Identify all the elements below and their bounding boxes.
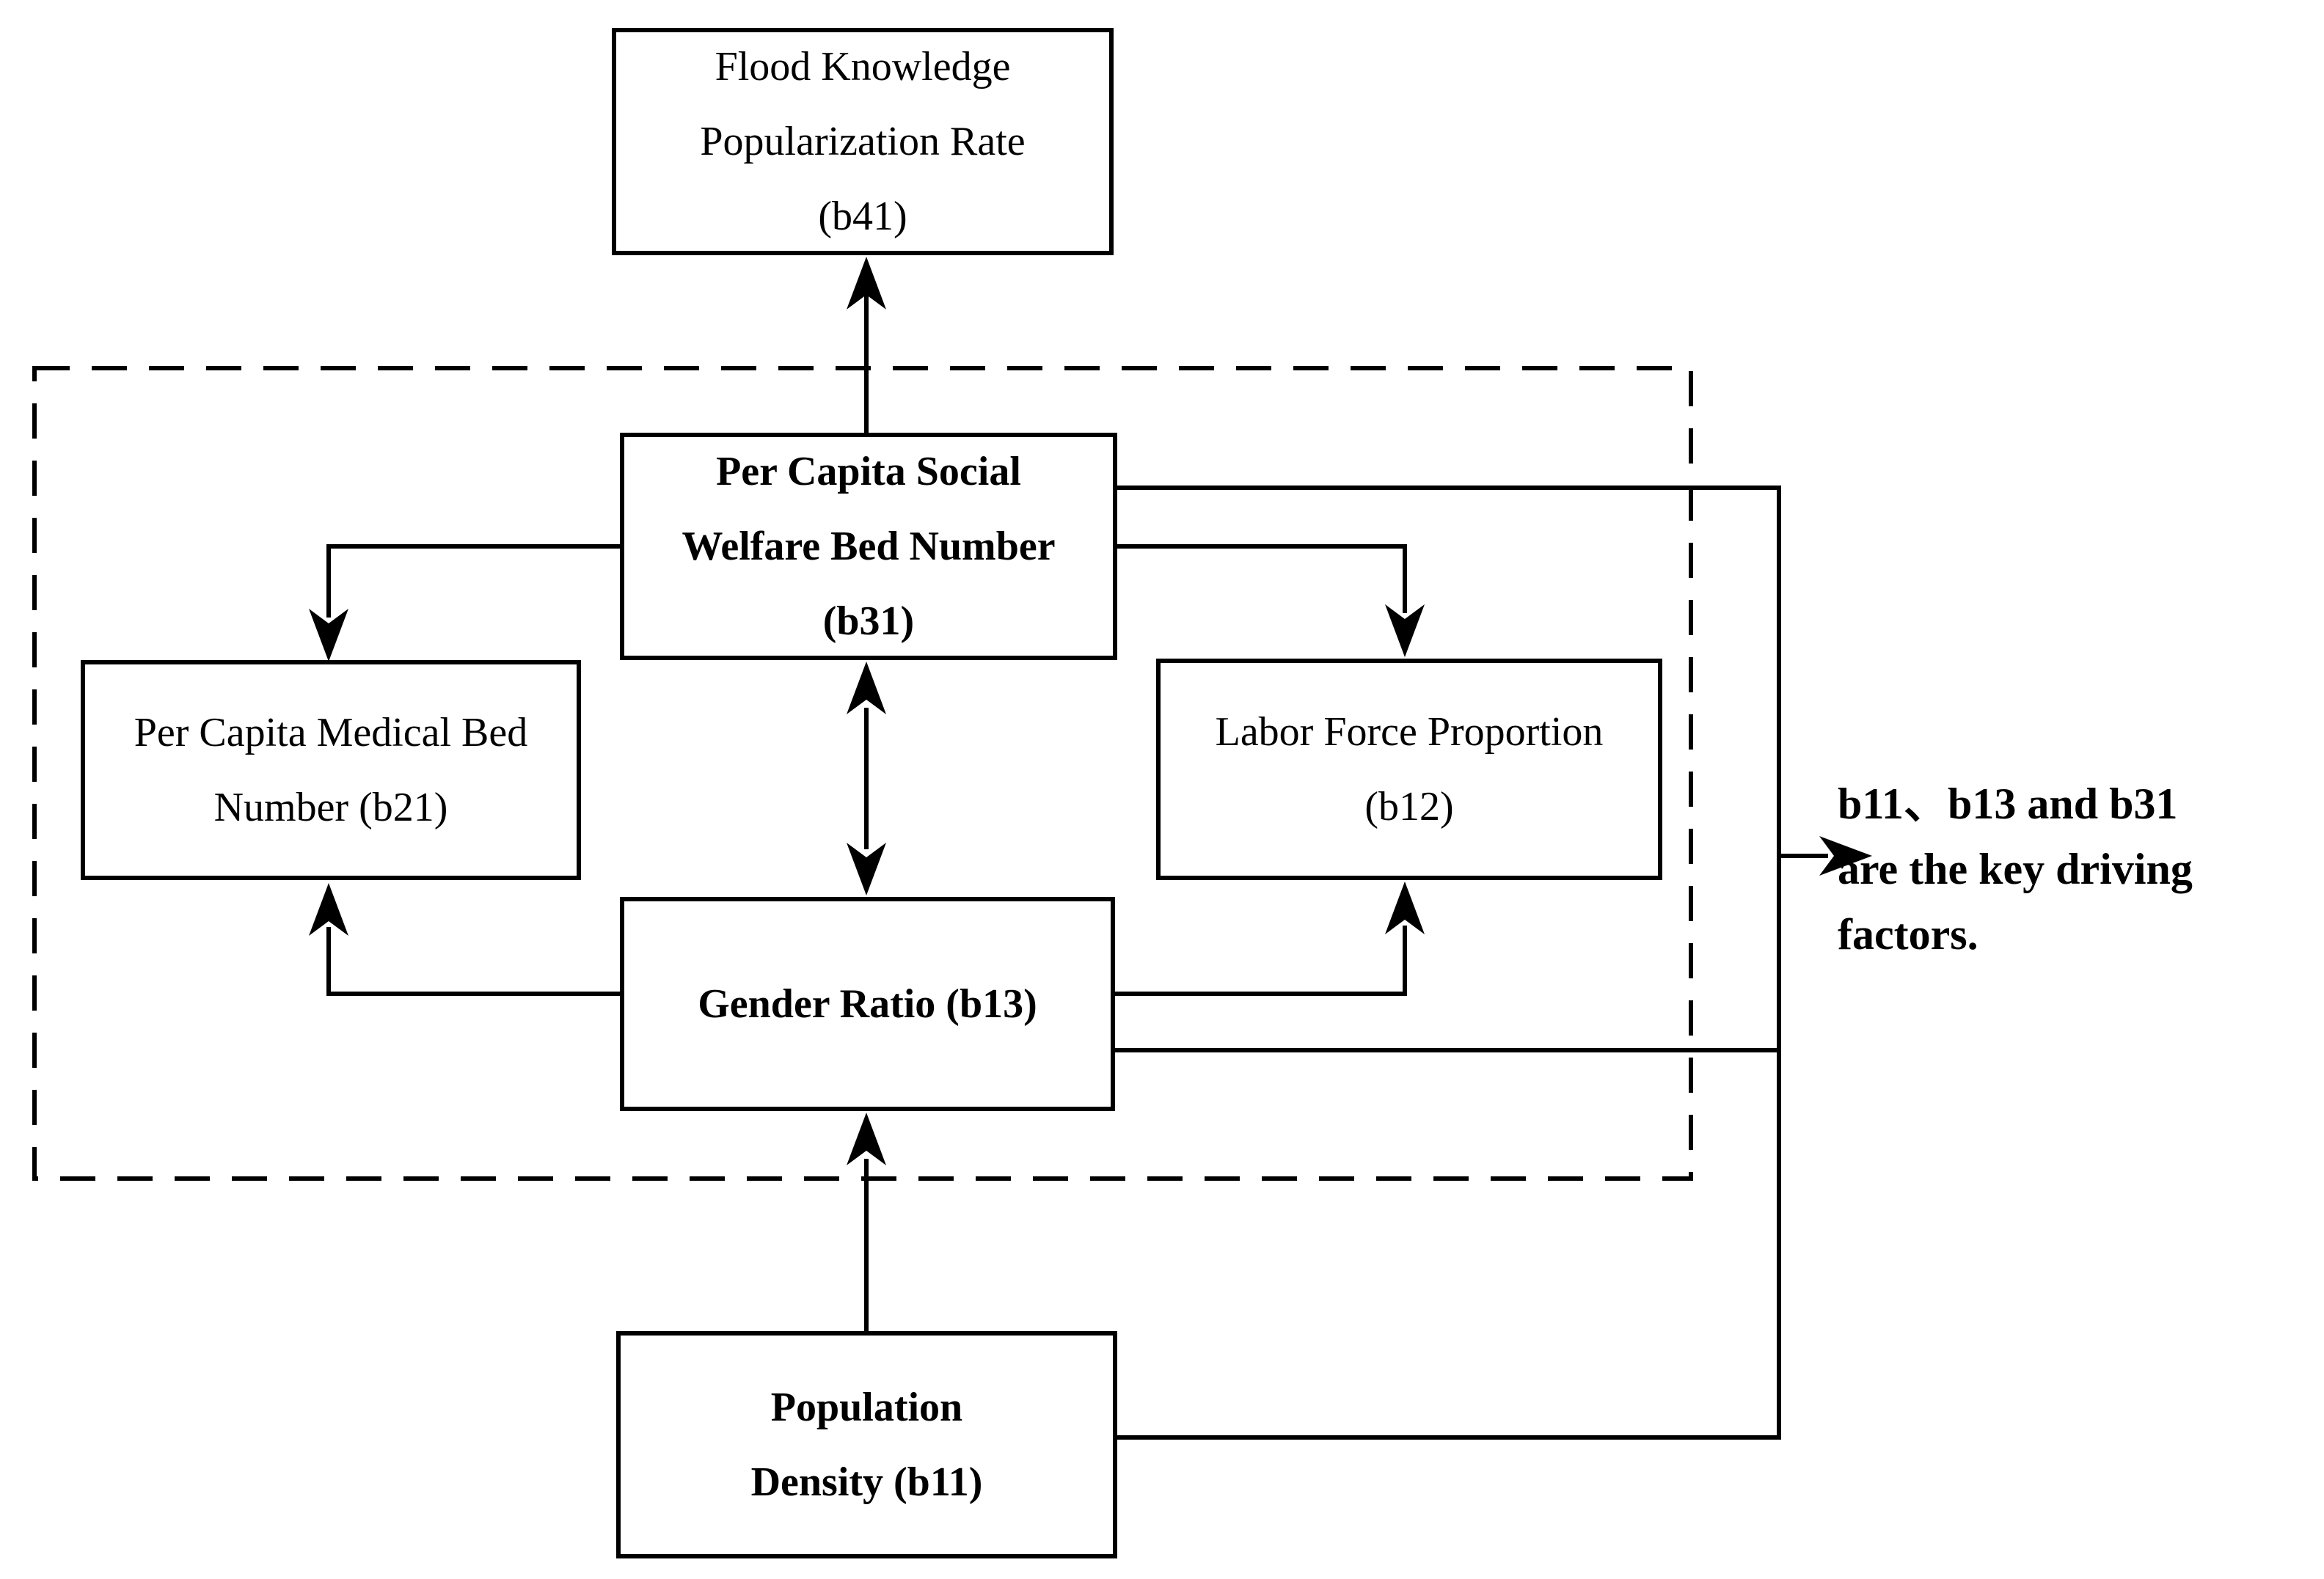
arrow-b11-to-b13	[847, 1113, 886, 1333]
node-labor-force-proportion-b12: Labor Force Proportion (b12)	[1156, 659, 1662, 880]
node-b21-label: Per Capita Medical Bed Number (b21)	[134, 710, 528, 830]
node-b31-label: Per Capita Social Welfare Bed Number (b3…	[682, 449, 1056, 644]
node-flood-knowledge-popularization-rate-b41: Flood Knowledge Popularization Rate (b41…	[612, 28, 1114, 255]
node-b11-label: Population Density (b11)	[750, 1385, 983, 1505]
arrow-b31-to-b41	[847, 257, 886, 434]
key-driving-factors-note: b11、b13 and b31 are the key driving fact…	[1838, 780, 2193, 959]
node-b41-label: Flood Knowledge Popularization Rate (b41…	[700, 44, 1026, 239]
arrow-b31-to-b21	[309, 544, 620, 662]
node-gender-ratio-b13: Gender Ratio (b13)	[620, 897, 1115, 1111]
node-per-capita-social-welfare-bed-number-b31: Per Capita Social Welfare Bed Number (b3…	[620, 433, 1117, 660]
node-b12-label: Labor Force Proportion (b12)	[1215, 709, 1604, 829]
arrow-b31-b13-bidirectional	[847, 662, 886, 895]
arrow-b31-to-b12	[1116, 544, 1425, 657]
bus-key-factors	[1114, 486, 1781, 1440]
node-b13-label: Gender Ratio (b13)	[698, 981, 1037, 1027]
node-population-density-b11: Population Density (b11)	[616, 1331, 1117, 1558]
arrow-b13-to-b12	[1114, 882, 1425, 996]
dashed-boundary	[32, 366, 1693, 1181]
node-per-capita-medical-bed-number-b21: Per Capita Medical Bed Number (b21)	[81, 660, 581, 880]
arrow-b13-to-b21	[309, 883, 621, 996]
arrow-bus-to-note	[1779, 836, 1872, 876]
